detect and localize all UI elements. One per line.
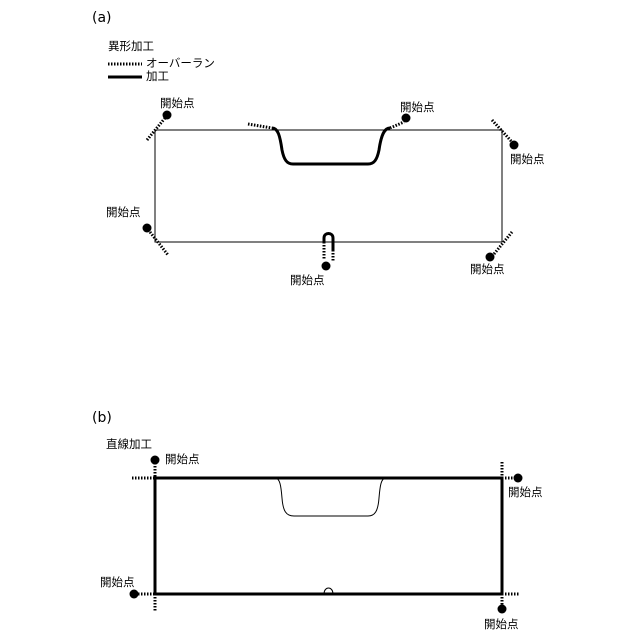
- start-point-bottom: [322, 262, 331, 271]
- start-point-b-bottom-left: [130, 590, 139, 599]
- start-point-bottom-left: [143, 224, 152, 233]
- start-point-b-bottom-right: [498, 605, 507, 614]
- panel-b-title: 直線加工: [106, 438, 152, 451]
- workpiece-notch-b: [275, 478, 386, 516]
- start-label-a-bottom: 開始点: [290, 274, 325, 287]
- panel-a-label: (a): [92, 10, 112, 26]
- machining-path-notch: [272, 128, 390, 164]
- overrun-corner-top-left: [147, 118, 165, 140]
- start-label-a-top-left: 開始点: [160, 97, 195, 110]
- panel-b-diagram: [130, 456, 523, 614]
- start-point-top-right: [510, 141, 519, 150]
- panel-b-label: (b): [92, 410, 112, 426]
- overrun-corner-bottom-right: [494, 232, 512, 254]
- overrun-corner-bottom-left: [150, 232, 168, 255]
- start-label-a-notch: 開始点: [400, 101, 435, 114]
- start-point-b-top-right: [514, 474, 523, 483]
- start-point-b-top-left: [151, 456, 160, 465]
- overrun-notch-right: [390, 122, 404, 128]
- overrun-b-top-right: [502, 462, 516, 478]
- legend-machining-label: 加工: [146, 70, 169, 83]
- start-label-b-top-right: 開始点: [508, 486, 543, 499]
- start-label-b-bottom-left: 開始点: [100, 576, 135, 589]
- start-point-bottom-right: [486, 253, 495, 262]
- panel-a-diagram: [108, 64, 519, 271]
- overrun-b-bottom-right: [502, 594, 520, 606]
- start-label-b-top-left: 開始点: [165, 453, 200, 466]
- machining-path-rectangle: [155, 478, 502, 594]
- start-label-a-bottom-left: 開始点: [106, 206, 141, 219]
- overrun-notch-left: [248, 124, 272, 128]
- start-label-b-bottom-right: 開始点: [484, 618, 519, 631]
- workpiece-outline-a: [155, 130, 502, 242]
- panel-a-title: 異形加工: [108, 40, 154, 53]
- start-point-top-left: [163, 111, 172, 120]
- start-point-notch-right: [402, 114, 411, 123]
- start-label-a-top-right: 開始点: [510, 153, 545, 166]
- overrun-b-top-left: [132, 463, 155, 478]
- overrun-b-bottom-left: [138, 594, 155, 612]
- start-label-a-bottom-right: 開始点: [470, 263, 505, 276]
